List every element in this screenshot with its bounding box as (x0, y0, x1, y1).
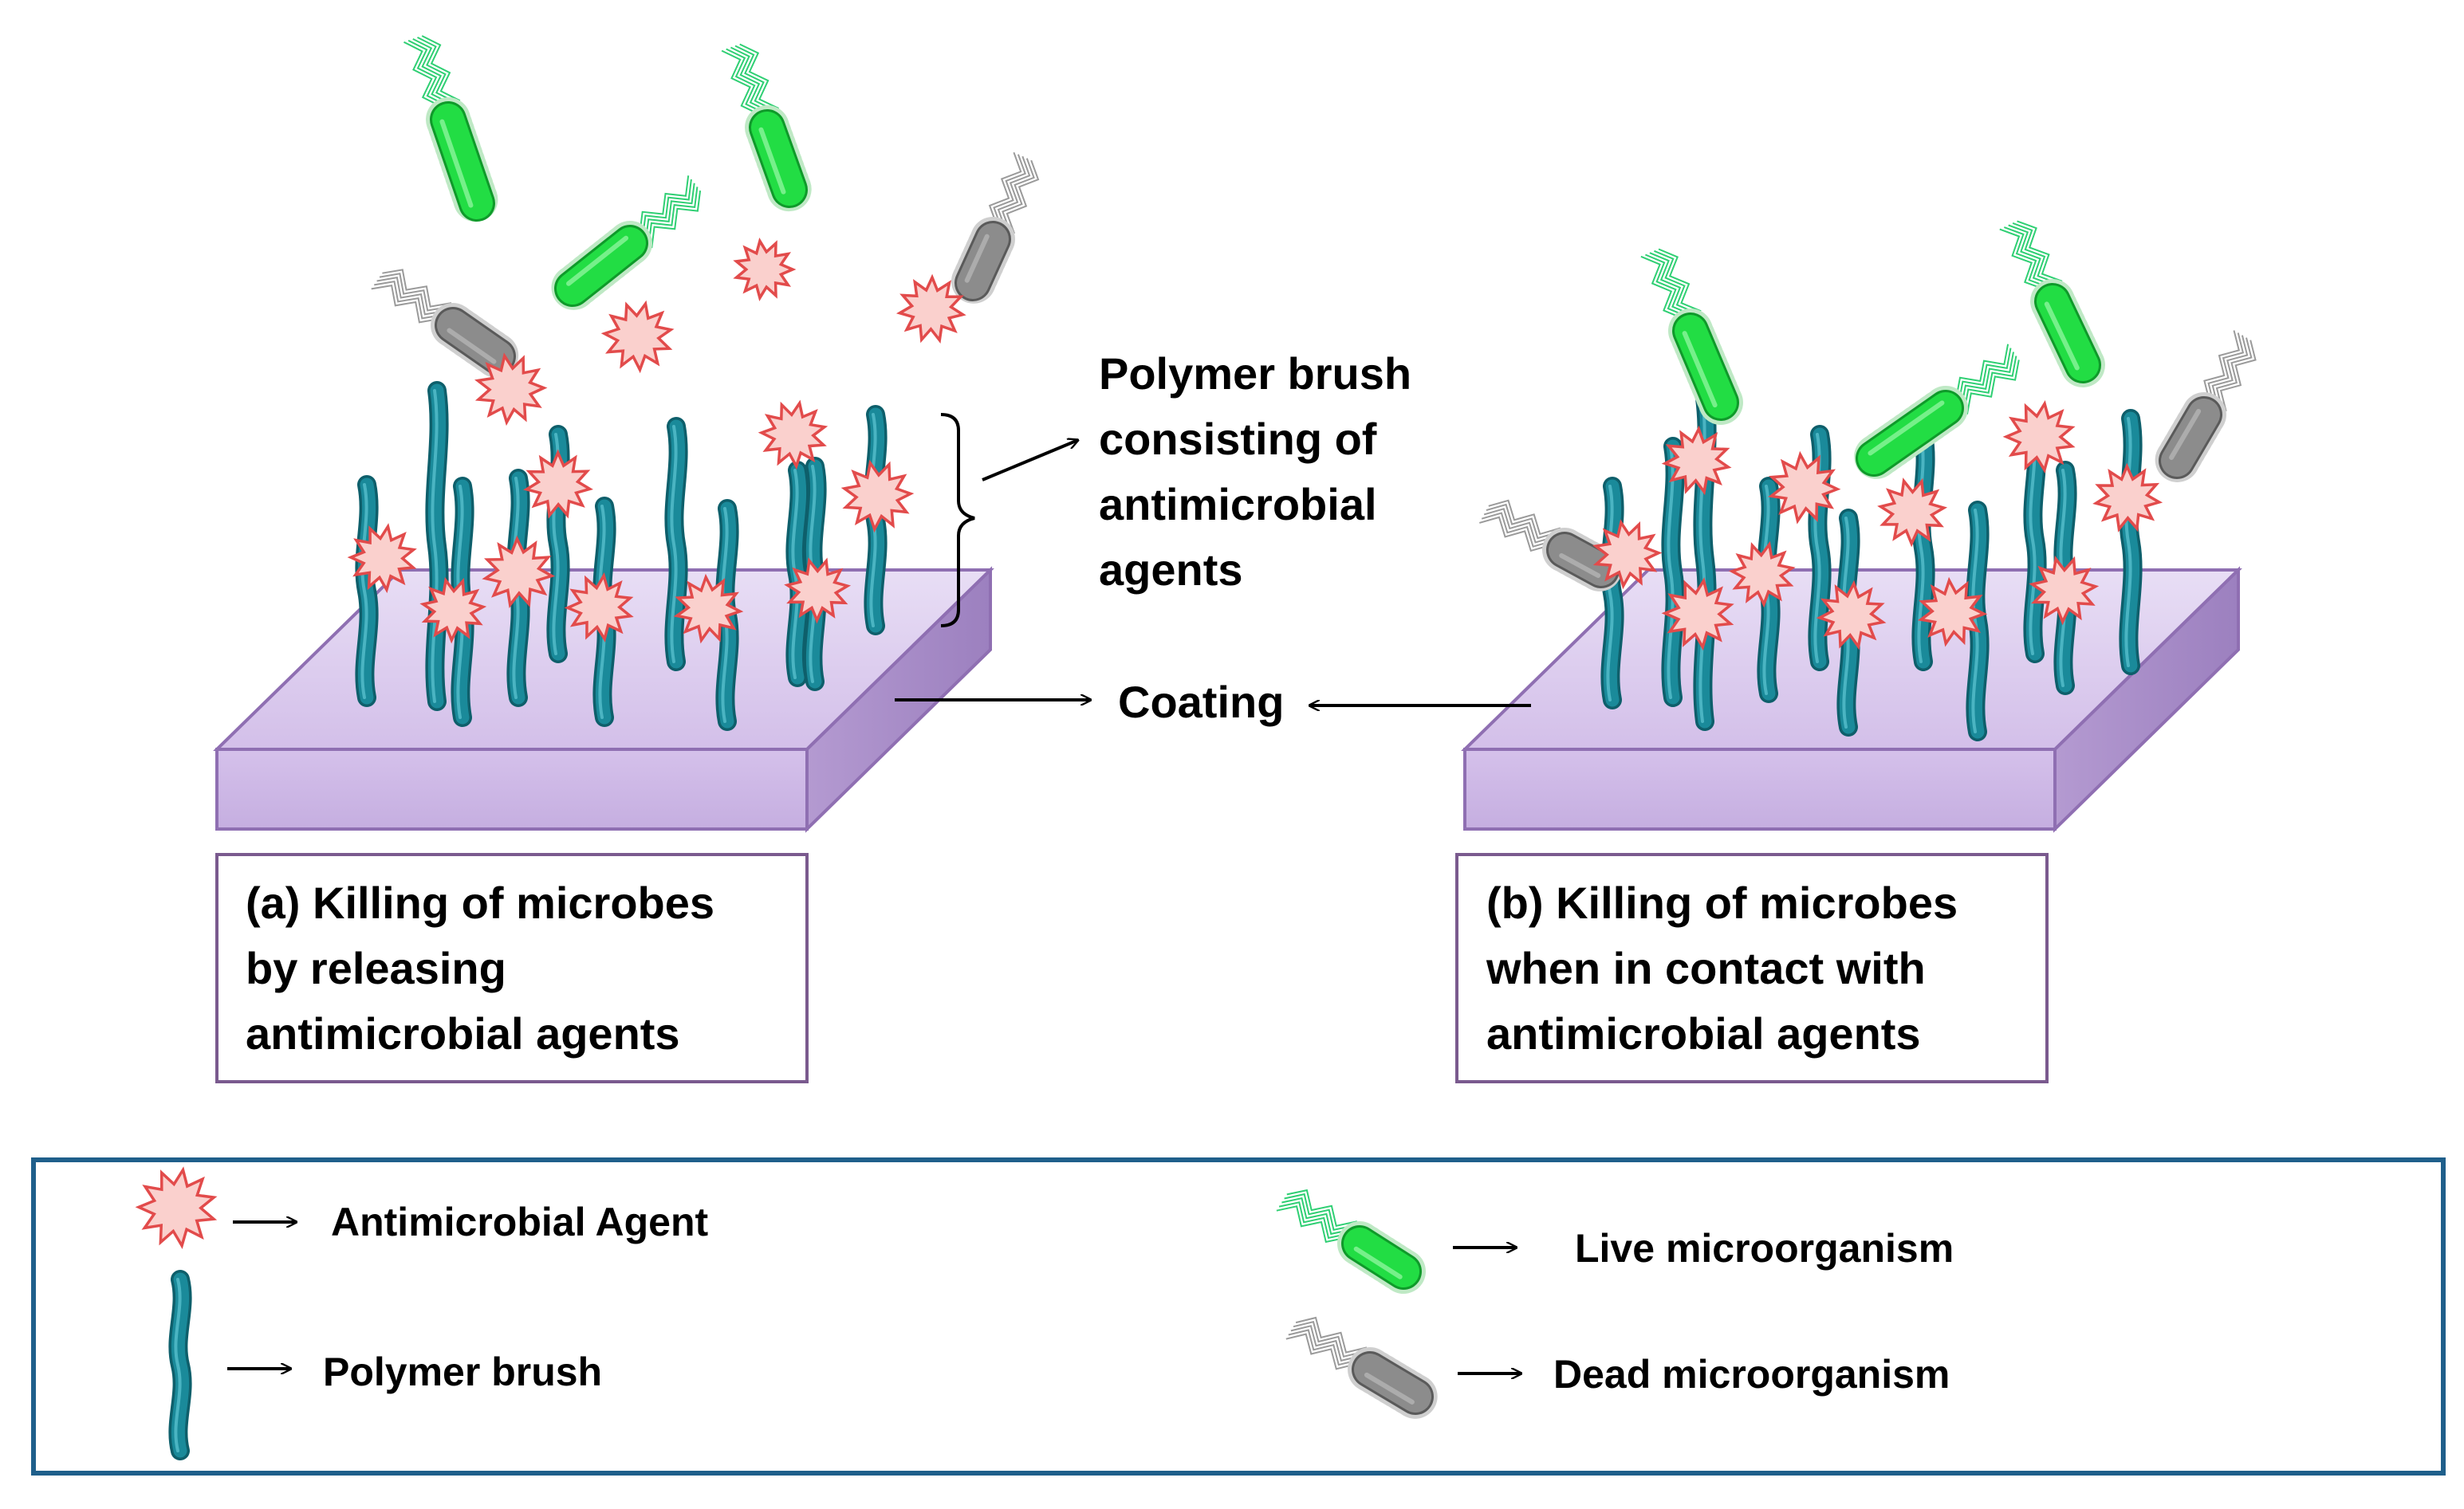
starburst-agent-icon (1917, 576, 1988, 647)
starburst-agent-icon (600, 300, 675, 374)
starburst-agent-icon (840, 459, 915, 533)
starburst-agent-icon (1816, 580, 1887, 650)
microorganism-layer (371, 35, 2257, 592)
polymer-brush-icon (2119, 409, 2143, 675)
starburst-agent-icon (474, 352, 548, 426)
legend-polymer-brush-label: Polymer brush (323, 1350, 602, 1394)
starburst-agent-icon (784, 557, 852, 624)
starburst-agent-icon (347, 523, 417, 594)
brace-arrow-icon (982, 440, 1078, 481)
dead-bacterium-icon (951, 151, 1040, 305)
live-bacterium-icon (1852, 344, 2020, 481)
starburst-agent-icon (2092, 462, 2163, 532)
polymer-brush-icon (355, 475, 379, 707)
starburst-agent-icon (758, 399, 829, 470)
polymer-brush-icon (1661, 437, 1685, 707)
starburst-agent-icon (2002, 400, 2076, 474)
live-bacterium-icon (1999, 220, 2105, 387)
polymer-brush-icon (1600, 477, 1624, 709)
starburst-agent-icon (1661, 425, 1732, 496)
caption-box-b: (b) Killing of microbes when in contact … (1455, 853, 2049, 1083)
brace-icon (940, 413, 975, 627)
caption-a-text: (a) Killing of microbes by releasing ant… (246, 878, 727, 1059)
coating-block-b (1461, 566, 2242, 833)
polymer-brush-icon (1911, 425, 1935, 671)
live-bacterium-icon (550, 175, 702, 311)
starburst-agent-icon (733, 238, 797, 301)
dead-bacterium-icon (2155, 330, 2257, 483)
dead-bacterium-icon (1479, 499, 1624, 592)
live-bacterium-icon (1276, 1189, 1426, 1294)
polymer-brush-icon (425, 381, 449, 711)
polymer-brush-label: Polymer brush consisting of antimicrobia… (1099, 348, 1424, 595)
starburst-agent-icon (482, 535, 556, 608)
polymer-brush-icon (664, 417, 688, 671)
starburst-agent-icon (2029, 556, 2100, 626)
starburst-agent-icon (135, 1166, 218, 1249)
live-bacterium-icon (403, 35, 499, 226)
starburst-agent-icon (1728, 540, 1796, 608)
caption-box-a: (a) Killing of microbes by releasing ant… (215, 853, 809, 1083)
starburst-agent-icon (1768, 450, 1841, 525)
starburst-agent-icon (564, 572, 634, 643)
coating-label: Coating (1118, 677, 1284, 727)
starburst-agent-icon (895, 273, 966, 344)
starburst-agent-icon (1877, 477, 1948, 548)
polymer-brush-icon (1966, 501, 1990, 741)
antimicrobial-agent-layer (347, 238, 2163, 651)
legend-dead-microorganism-label: Dead microorganism (1553, 1352, 1950, 1397)
live-bacterium-icon (1640, 248, 1743, 425)
legend-live-microorganism-label: Live microorganism (1575, 1226, 1954, 1271)
starburst-agent-icon (1661, 577, 1734, 651)
polymer-brush-icon (168, 1270, 192, 1460)
starburst-agent-icon (1592, 519, 1663, 590)
starburst-agent-icon (419, 576, 487, 644)
legend: Antimicrobial Agent Polymer brush Live m… (31, 1157, 2446, 1476)
legend-antimicrobial-agent-label: Antimicrobial Agent (331, 1200, 709, 1244)
dead-bacterium-icon (371, 269, 520, 379)
starburst-agent-icon (673, 573, 744, 644)
live-bacterium-icon (721, 43, 812, 212)
caption-b-text: (b) Killing of microbes when in contact … (1486, 878, 1970, 1059)
starburst-agent-icon (523, 449, 593, 519)
polymer-brush-icon (2023, 417, 2047, 663)
dead-bacterium-icon (1285, 1316, 1438, 1419)
